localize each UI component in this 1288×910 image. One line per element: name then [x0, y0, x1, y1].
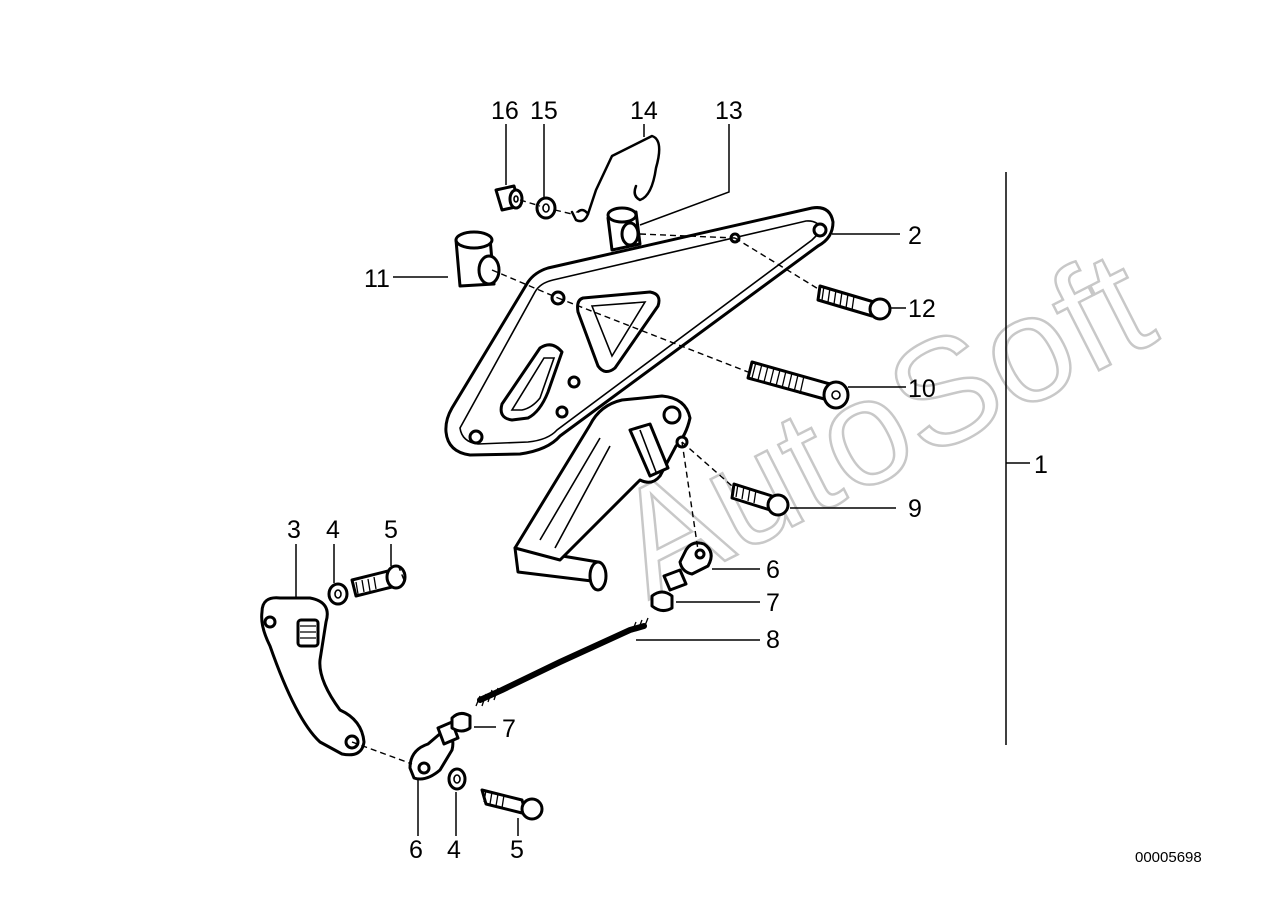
callout-5-lower: 5: [510, 836, 524, 864]
assembly-bracket: [1005, 172, 1030, 745]
bolt-12: [816, 284, 892, 321]
nut-16: [494, 184, 524, 212]
callout-16: 16: [491, 97, 519, 125]
callout-labels: 1 2 3 4 5 6 7 8 9 10 11 12 13 14 15 16 7…: [287, 97, 1048, 864]
callout-9: 9: [908, 495, 922, 523]
callout-4-upper: 4: [326, 516, 340, 544]
callout-6-lower: 6: [409, 836, 423, 864]
callout-4-lower: 4: [447, 836, 461, 864]
callout-13: 13: [715, 97, 743, 125]
spring-clip: [570, 134, 661, 223]
shift-rod: [475, 617, 649, 707]
callout-1: 1: [1034, 451, 1048, 479]
callout-11: 11: [364, 265, 390, 293]
assembly-dashes: [351, 199, 821, 765]
callout-7-upper: 7: [766, 589, 780, 617]
arm-fasteners: [327, 564, 407, 606]
mounting-plate: [444, 206, 835, 457]
diagram-reference-number: 00005698: [1135, 849, 1202, 866]
shaft-arm: [260, 596, 366, 757]
callout-12: 12: [908, 295, 936, 323]
callout-2: 2: [908, 222, 922, 250]
callout-15: 15: [530, 97, 558, 125]
callout-8: 8: [766, 626, 780, 654]
bolt-10: [746, 360, 850, 410]
callout-6-upper: 6: [766, 556, 780, 584]
callout-3: 3: [287, 516, 301, 544]
shift-pedal: [513, 394, 692, 592]
bolt-9: [730, 482, 790, 517]
bushing-13: [606, 206, 642, 252]
leader-lines: [295, 124, 906, 836]
callout-7-lower: 7: [502, 715, 516, 743]
lower-ball-joint: [408, 711, 544, 821]
upper-ball-joint: [650, 541, 713, 613]
callout-5-upper: 5: [384, 516, 398, 544]
callout-14: 14: [630, 97, 658, 125]
bushing-11: [454, 230, 501, 288]
washer-15: [535, 196, 557, 220]
callout-10: 10: [908, 375, 936, 403]
